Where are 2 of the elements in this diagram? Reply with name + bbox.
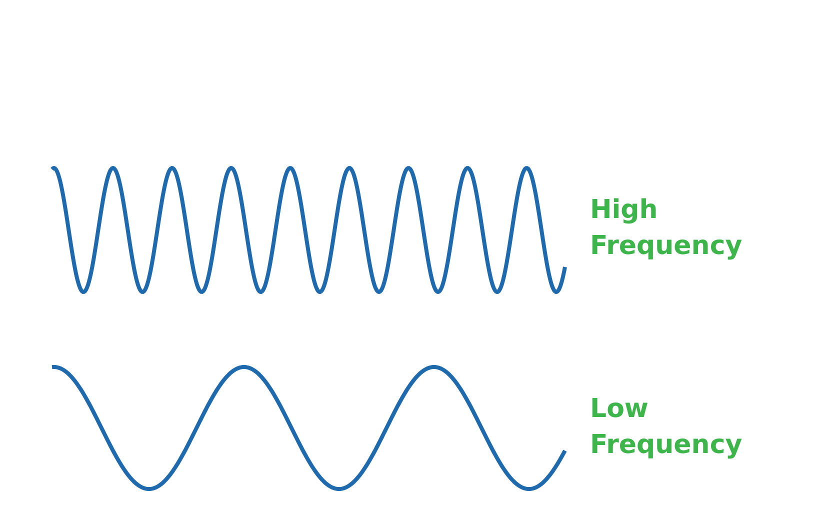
wave-label: Low Frequency [590,393,744,462]
wave-label: High Frequency [590,194,744,263]
